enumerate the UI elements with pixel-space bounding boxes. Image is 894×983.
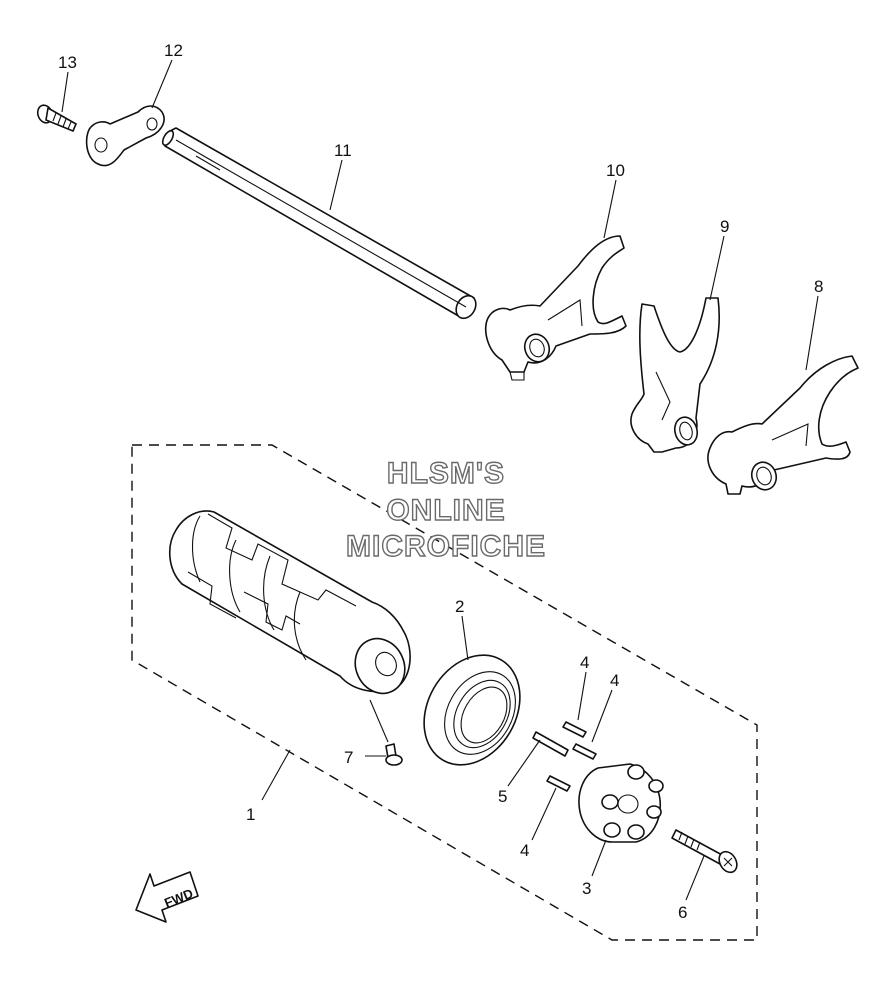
shift-fork-10 — [484, 235, 627, 381]
callout-7: 7 — [344, 748, 353, 767]
callout-3: 3 — [582, 879, 591, 898]
callout-2: 2 — [455, 597, 464, 616]
shift-fork-9 — [630, 297, 720, 453]
callout-labels: 13 12 11 10 9 8 2 4 4 7 5 1 4 3 6 — [58, 41, 823, 922]
callout-6: 6 — [678, 903, 687, 922]
callout-4b: 4 — [610, 671, 619, 690]
callout-1: 1 — [246, 805, 255, 824]
callout-8: 8 — [814, 277, 823, 296]
watermark: HLSM'S ONLINE MICROFICHE — [345, 456, 546, 563]
callout-13: 13 — [58, 53, 77, 72]
callout-5: 5 — [498, 787, 507, 806]
watermark-line-1: HLSM'S — [387, 457, 505, 490]
pin-7 — [385, 743, 403, 766]
stopper-plate-12 — [85, 105, 165, 167]
shift-fork-8 — [707, 355, 859, 495]
bolt-6 — [671, 829, 738, 874]
bearing-2 — [423, 654, 521, 766]
callout-12: 12 — [164, 41, 183, 60]
shift-drum-1 — [169, 510, 411, 695]
callout-10: 10 — [606, 161, 625, 180]
leader-lines — [61, 59, 819, 901]
fwd-arrow-icon: FWD — [135, 871, 199, 923]
callout-9: 9 — [720, 217, 729, 236]
assembly-boundary — [131, 444, 758, 941]
pins-4 — [546, 721, 597, 792]
callout-4a: 4 — [580, 653, 589, 672]
guide-bar-11 — [161, 127, 477, 320]
callout-4c: 4 — [520, 841, 529, 860]
callout-11: 11 — [334, 141, 352, 160]
watermark-line-2: ONLINE — [386, 494, 505, 527]
watermark-line-3: MICROFICHE — [346, 530, 546, 563]
screw-13 — [36, 104, 77, 132]
pin-5 — [532, 731, 569, 757]
segment-3 — [578, 763, 664, 843]
